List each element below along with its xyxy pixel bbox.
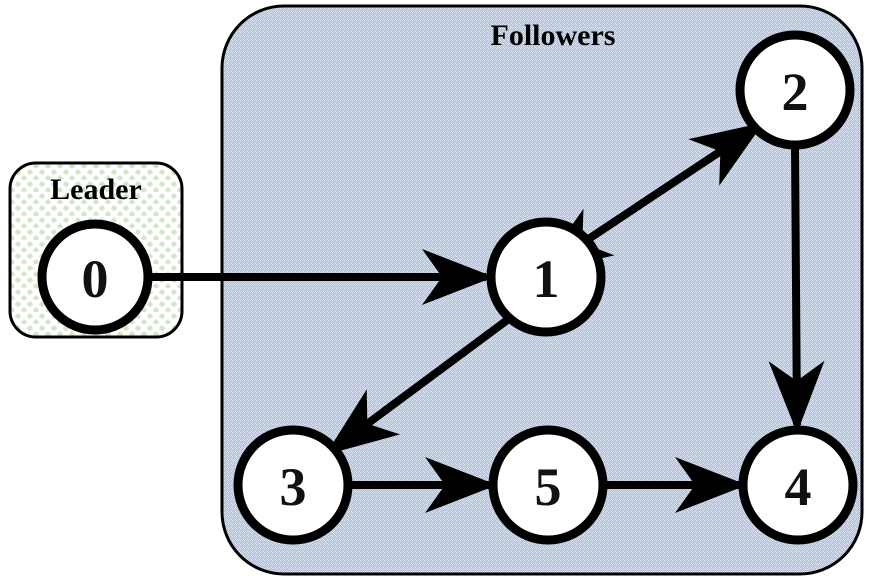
group-label-leader: Leader	[50, 173, 142, 206]
node-label-5: 5	[535, 457, 562, 517]
node-2[interactable]: 2	[735, 30, 855, 150]
node-0[interactable]: 0	[37, 219, 153, 335]
group-label-followers: Followers	[491, 19, 616, 52]
nodes-layer: 0 1 2 3 5 4	[37, 30, 858, 545]
node-circle-2	[735, 30, 855, 150]
node-label-4: 4	[785, 457, 812, 517]
edge-1-to-2	[539, 122, 764, 272]
node-circle-5	[488, 425, 608, 545]
edge-1-to-3	[325, 314, 513, 455]
edges-layer	[148, 122, 825, 513]
node-circle-0	[37, 219, 153, 335]
node-circle-3	[233, 425, 353, 545]
group-labels-layer: Leader Followers	[50, 19, 615, 206]
node-1[interactable]: 1	[486, 217, 606, 337]
node-4[interactable]: 4	[738, 425, 858, 545]
node-label-1: 1	[533, 249, 560, 309]
node-label-0: 0	[82, 249, 109, 309]
node-circle-4	[738, 425, 858, 545]
node-label-3: 3	[280, 457, 307, 517]
node-3[interactable]: 3	[233, 425, 353, 545]
node-5[interactable]: 5	[488, 425, 608, 545]
node-circle-1	[486, 217, 606, 337]
node-label-2: 2	[782, 62, 809, 122]
edge-2-to-4	[768, 144, 825, 433]
